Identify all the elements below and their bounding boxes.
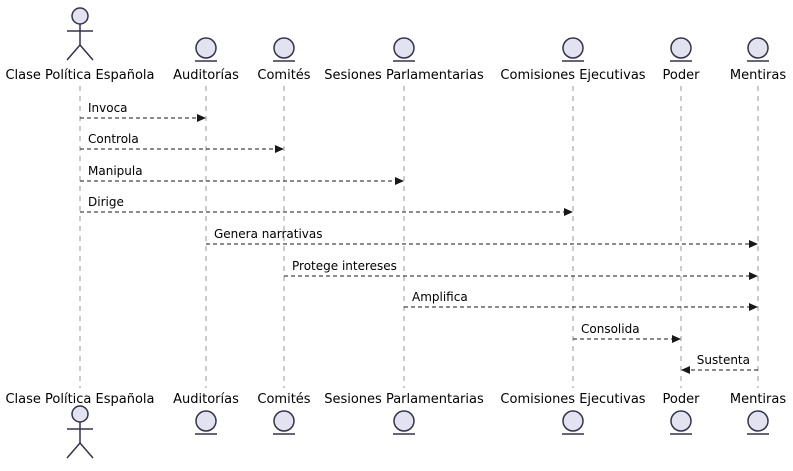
actor-leg-left-icon xyxy=(66,44,81,61)
participant-label-top-comites: Comités xyxy=(257,68,310,83)
participant-label-top-mentiras: Mentiras xyxy=(730,68,786,83)
message-controla: Controla xyxy=(80,132,284,153)
message-label: Amplifica xyxy=(412,290,468,304)
arrowhead-icon xyxy=(275,145,284,153)
message-genera-narrativas: Genera narrativas xyxy=(206,227,758,248)
entity-circle-icon xyxy=(273,410,295,432)
arrowhead-icon xyxy=(197,114,206,122)
entity-circle-icon xyxy=(273,37,295,59)
participant-label-top-comisiones-ejecutivas: Comisiones Ejecutivas xyxy=(500,68,645,83)
participant-label-bottom-comisiones-ejecutivas: Comisiones Ejecutivas xyxy=(500,392,645,407)
message-label: Protege intereses xyxy=(292,259,397,273)
participant-label-bottom-clase-politica-espanola: Clase Política Española xyxy=(5,392,154,407)
participant-label-top-auditorias: Auditorías xyxy=(173,68,239,83)
entity-circle-icon xyxy=(393,410,415,432)
arrowhead-icon xyxy=(749,303,758,311)
entity-circle-icon xyxy=(562,410,584,432)
entity-circle-icon xyxy=(747,410,769,432)
arrowhead-icon xyxy=(749,240,758,248)
message-invoca: Invoca xyxy=(80,101,206,122)
arrowhead-icon xyxy=(395,177,404,185)
participant-label-bottom-mentiras: Mentiras xyxy=(730,392,786,407)
entity-circle-icon xyxy=(670,410,692,432)
participant-label-top-clase-politica-espanola: Clase Política Española xyxy=(5,68,154,83)
message-dirige: Dirige xyxy=(80,195,573,216)
entity-circle-icon xyxy=(670,37,692,59)
participant-label-bottom-auditorias: Auditorías xyxy=(173,392,239,407)
arrowhead-icon xyxy=(564,208,573,216)
actor-head-icon xyxy=(71,405,89,423)
actor-leg-left-icon xyxy=(66,442,81,459)
entity-circle-icon xyxy=(393,37,415,59)
entity-circle-icon xyxy=(195,410,217,432)
arrowhead-icon xyxy=(672,335,681,343)
arrowhead-icon xyxy=(681,366,690,374)
arrowhead-icon xyxy=(749,272,758,280)
entity-circle-icon xyxy=(562,37,584,59)
message-label: Genera narrativas xyxy=(214,227,323,241)
participant-label-bottom-sesiones-parlamentarias: Sesiones Parlamentarias xyxy=(324,392,484,407)
actor-leg-right-icon xyxy=(79,44,94,61)
message-label: Dirige xyxy=(88,195,124,209)
actor-leg-right-icon xyxy=(79,442,94,459)
message-label: Manipula xyxy=(88,164,143,178)
message-label: Sustenta xyxy=(697,353,750,367)
entity-circle-icon xyxy=(195,37,217,59)
message-amplifica: Amplifica xyxy=(404,290,758,311)
participant-label-bottom-poder: Poder xyxy=(663,392,701,407)
message-label: Invoca xyxy=(88,101,128,115)
message-label: Consolida xyxy=(581,322,640,336)
message-protege-intereses: Protege intereses xyxy=(284,259,758,280)
message-manipula: Manipula xyxy=(80,164,404,185)
message-consolida: Consolida xyxy=(573,322,681,343)
participant-label-top-sesiones-parlamentarias: Sesiones Parlamentarias xyxy=(324,68,484,83)
participant-label-top-poder: Poder xyxy=(663,68,701,83)
message-label: Controla xyxy=(88,132,139,146)
message-sustenta: Sustenta xyxy=(681,353,758,374)
participant-label-bottom-comites: Comités xyxy=(257,392,310,407)
entity-circle-icon xyxy=(747,37,769,59)
actor-head-icon xyxy=(71,7,89,25)
